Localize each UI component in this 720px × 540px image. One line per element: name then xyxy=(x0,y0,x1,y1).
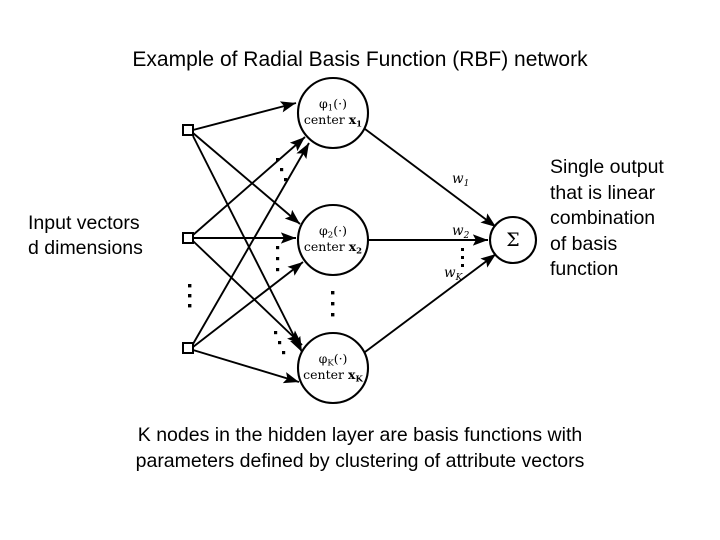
lower-edges-ellipsis-icon xyxy=(274,331,286,355)
input-vectors-label-line1: Input vectors xyxy=(28,212,140,234)
weight-labels: w1 w2 wK xyxy=(444,171,470,283)
hidden-node-1: φ1(·) center x1 xyxy=(296,76,370,150)
weights-ellipsis-icon xyxy=(461,248,464,267)
hidden-layer-ellipsis-icon xyxy=(331,291,335,317)
hidden-node-k-func: φK(·) xyxy=(319,351,348,369)
top-edges-ellipsis-icon xyxy=(276,158,288,182)
weight-label-wk: wK xyxy=(444,265,464,283)
slide-caption: K nodes in the hidden layer are basis fu… xyxy=(0,422,720,474)
hidden-node-k: φK(·) center xK xyxy=(296,331,370,405)
input-node-3 xyxy=(182,342,194,354)
single-output-label-line5: function xyxy=(550,258,619,280)
page-title: Example of Radial Basis Function (RBF) n… xyxy=(132,48,588,71)
single-output-label-line1: Single output xyxy=(550,156,664,178)
hidden-node-1-center: center x1 xyxy=(304,112,362,130)
input-node-2 xyxy=(182,232,194,244)
input-nodes xyxy=(182,124,194,354)
hidden-node-2: φ2(·) center x2 xyxy=(296,203,370,277)
input-node-1 xyxy=(182,124,194,136)
slide-caption-line1: K nodes in the hidden layer are basis fu… xyxy=(137,424,583,446)
slide-caption-line2: parameters defined by clustering of attr… xyxy=(135,450,585,472)
input-vectors-label: Input vectors d dimensions xyxy=(28,211,198,261)
weight-label-w1: w1 xyxy=(452,171,469,189)
single-output-label-line4: of basis xyxy=(550,232,618,255)
input-vectors-label-line2: d dimensions xyxy=(28,237,143,259)
weight-label-w2: w2 xyxy=(452,223,470,241)
hidden-node-2-func: φ2(·) xyxy=(319,223,347,241)
output-node-label: Σ xyxy=(506,229,519,251)
mid-edges-ellipsis-icon xyxy=(276,246,280,272)
hidden-node-k-center: center xK xyxy=(303,367,363,385)
input-layer-ellipsis-icon xyxy=(188,284,192,308)
single-output-label: Single output that is linear combination… xyxy=(550,155,720,283)
input-to-hidden-edges xyxy=(192,101,310,384)
hidden-node-1-func: φ1(·) xyxy=(319,96,347,114)
hidden-to-output-edges xyxy=(364,128,497,353)
single-output-label-line2: that is linear xyxy=(550,181,656,204)
single-output-label-line3: combination xyxy=(550,207,656,229)
output-node-sigma: Σ xyxy=(488,215,538,265)
hidden-node-2-center: center x2 xyxy=(304,239,362,257)
